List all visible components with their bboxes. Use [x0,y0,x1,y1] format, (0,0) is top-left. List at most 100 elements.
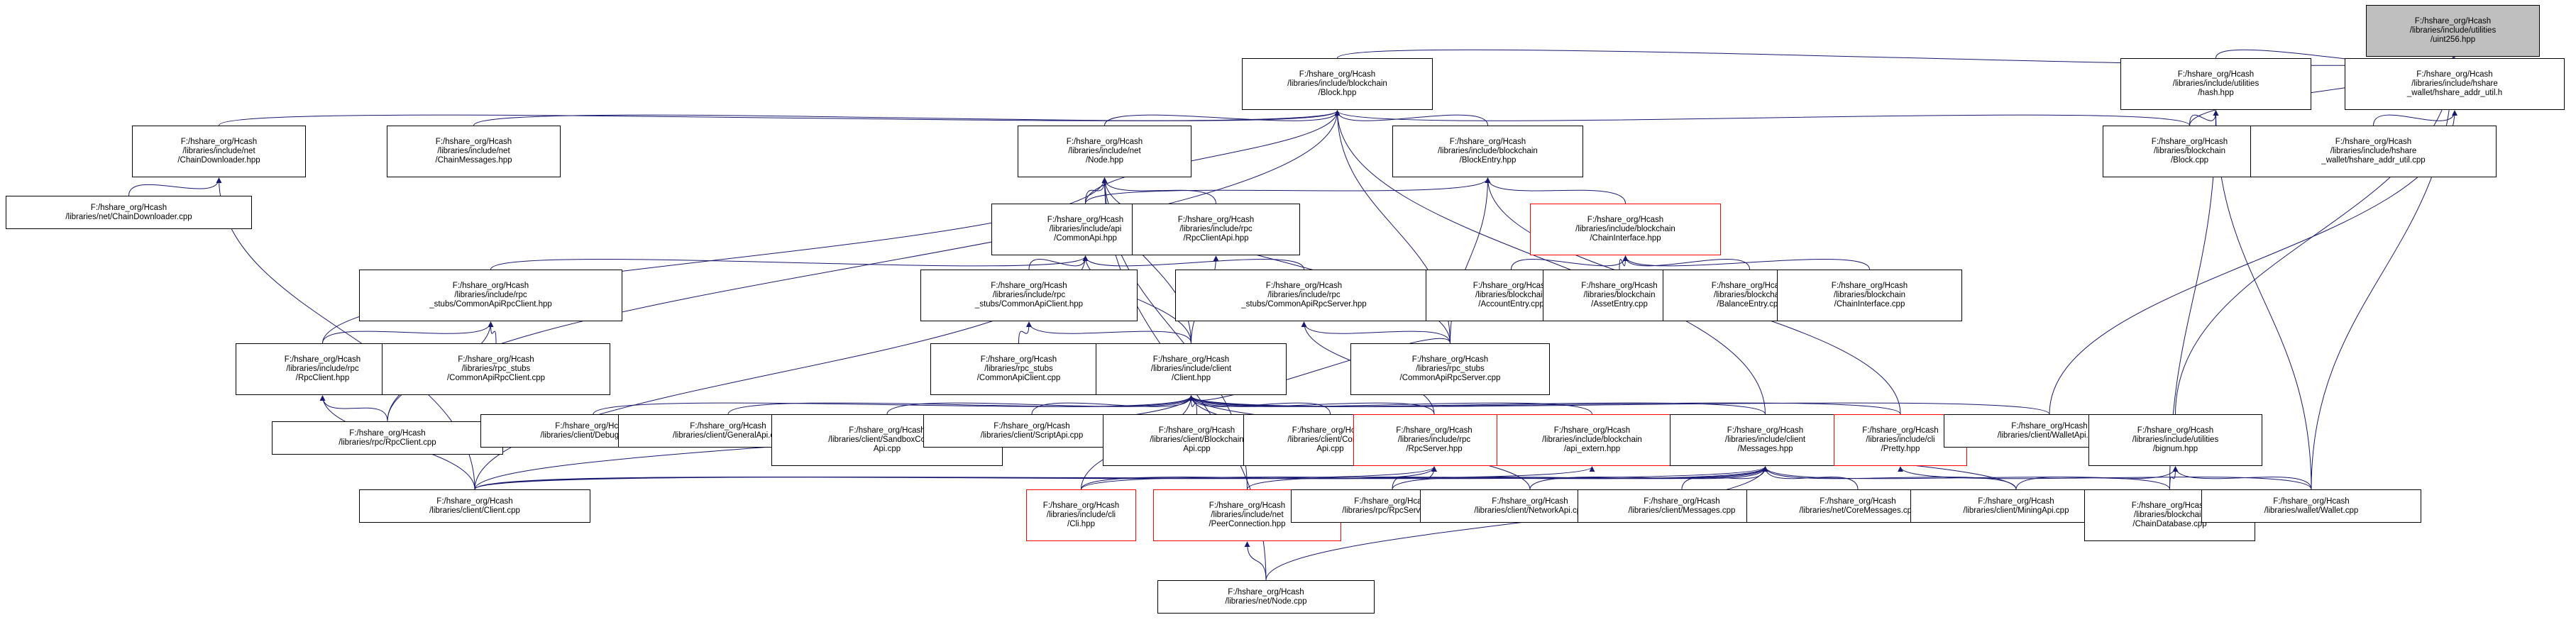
node-label-line: F:/hshare_org/Hcash [2011,421,2088,431]
node-label-line: /libraries/include/api [1049,225,1122,233]
node-client-cpp[interactable]: F:/hshare_org/Hcash/libraries/client/Cli… [359,489,590,523]
node-label-line: /libraries/include/client [1724,435,1806,444]
node-rpc-client-hpp[interactable]: F:/hshare_org/Hcash/libraries/include/rp… [236,343,409,395]
node-rpc-server-hpp[interactable]: F:/hshare_org/Hcash/libraries/include/rp… [1353,414,1515,466]
node-rpc-client-cpp[interactable]: F:/hshare_org/Hcash/libraries/rpc/RpcCli… [272,421,503,455]
node-uint256: F:/hshare_org/Hcash/libraries/include/ut… [2366,5,2540,57]
node-cli-hpp[interactable]: F:/hshare_org/Hcash/libraries/include/cl… [1026,489,1136,541]
node-label-line: /ChainInterface.hpp [1590,234,1661,243]
node-block-hpp[interactable]: F:/hshare_org/Hcash/libraries/include/bl… [1242,58,1433,110]
node-messages-hpp[interactable]: F:/hshare_org/Hcash/libraries/include/cl… [1670,414,1861,466]
dependency-edge [1511,255,1629,270]
node-label-line: F:/hshare_org/Hcash [1396,426,1473,435]
node-common-api-rpc-server-hpp[interactable]: F:/hshare_org/Hcash/libraries/include/rp… [1175,270,1433,321]
node-label-line: /CommonApiRpcServer.cpp [1399,374,1501,382]
node-label-line: /ChainMessages.hpp [435,156,512,165]
node-label-line: F:/hshare_org/Hcash [1820,496,1896,506]
dependency-edge [1265,466,1768,581]
node-label-line: F:/hshare_org/Hcash [2273,496,2350,506]
node-label-line: /CommonApiRpcClient.cpp [446,374,546,382]
node-label-line: /libraries/blockchain [2154,147,2225,155]
node-label-line: _stubs/CommonApiClient.hpp [974,300,1084,309]
node-label-line: /libraries/include/utilities [2132,435,2219,444]
node-label-line: F:/hshare_org/Hcash [1066,138,1143,146]
node-label-line: /libraries/net/Node.cpp [1225,597,1307,606]
node-label-line: F:/hshare_org/Hcash [2131,501,2208,510]
node-label-line: /libraries/client/NetworkApi.cpp [1474,506,1586,515]
node-label-line: F:/hshare_org/Hcash [849,426,925,435]
node-chain-interface-hpp[interactable]: F:/hshare_org/Hcash/libraries/include/bl… [1530,204,1721,255]
node-addr-util-h[interactable]: F:/hshare_org/Hcash/libraries/include/hs… [2345,58,2565,110]
dependency-edge [2169,466,2179,490]
node-label-line: Api.cpp [1316,445,1344,453]
node-label-line: /PeerConnection.hpp [1209,520,1286,528]
dependency-edge [1622,255,1870,270]
dependency-edge [474,466,1768,490]
dependency-edge [1762,466,1859,490]
node-addr-util-cpp[interactable]: F:/hshare_org/Hcash/libraries/include/hs… [2250,126,2497,177]
node-common-api-rpc-client-cpp[interactable]: F:/hshare_org/Hcash/libraries/rpc_stubs/… [382,343,610,395]
node-chain-messages-hpp[interactable]: F:/hshare_org/Hcash/libraries/include/ne… [387,126,561,177]
node-chain-downloader-cpp[interactable]: F:/hshare_org/Hcash/libraries/net/ChainD… [6,196,252,229]
dependency-edge [1485,177,1626,204]
node-common-api-client-cpp[interactable]: F:/hshare_org/Hcash/libraries/rpc_stubs/… [930,343,1107,395]
node-label-line: /BalanceEntry.cpp [1717,300,1783,309]
node-client-hpp[interactable]: F:/hshare_org/Hcash/libraries/include/cl… [1096,343,1287,395]
node-label-line: F:/hshare_org/Hcash [1492,496,1568,506]
node-label-line: _wallet/hshare_addr_util.h [2406,89,2503,97]
node-label-line: /libraries/include/blockchain [1575,225,1675,233]
node-common-api-rpc-server-cpp[interactable]: F:/hshare_org/Hcash/libraries/rpc_stubs/… [1350,343,1550,395]
node-common-api-rpc-client-hpp[interactable]: F:/hshare_org/Hcash/libraries/include/rp… [359,270,622,321]
node-common-api-client-hpp[interactable]: F:/hshare_org/Hcash/libraries/include/rp… [920,270,1138,321]
node-label-line: F:/hshare_org/Hcash [1473,282,1550,290]
node-label-line: F:/hshare_org/Hcash [1862,426,1939,435]
node-label-line: F:/hshare_org/Hcash [1228,587,1304,597]
node-label-line: F:/hshare_org/Hcash [1292,426,1369,435]
node-label-line: /CommonApi.hpp [1054,234,1117,243]
node-label-line: F:/hshare_org/Hcash [180,138,258,146]
node-label-line: /Pretty.hpp [1881,445,1920,453]
dependency-edge [1762,466,2017,490]
node-net-node-cpp[interactable]: F:/hshare_org/Hcash/libraries/net/Node.c… [1157,580,1375,614]
node-chain-downloader-hpp[interactable]: F:/hshare_org/Hcash/libraries/include/ne… [132,126,306,177]
node-label-line: /ChainDatabase.cpp [2132,520,2207,528]
node-rpc-client-api-hpp[interactable]: F:/hshare_org/Hcash/libraries/include/rp… [1132,204,1300,255]
node-label-line: F:/hshare_org/Hcash [1711,282,1788,290]
node-label-line: /Node.hpp [1085,156,1124,165]
node-hash-hpp[interactable]: F:/hshare_org/Hcash/libraries/include/ut… [2120,58,2311,110]
node-block-entry-hpp[interactable]: F:/hshare_org/Hcash/libraries/include/bl… [1392,126,1583,177]
node-label-line: /libraries/include/rpc [286,365,359,373]
node-bignum-hpp[interactable]: F:/hshare_org/Hcash/libraries/include/ut… [2088,414,2262,466]
node-label-line: F:/hshare_org/Hcash [1978,496,2054,506]
node-chain-interface-cpp[interactable]: F:/hshare_org/Hcash/libraries/blockchain… [1777,270,1962,321]
node-label-line: /libraries/rpc/RpcServer.cpp [1342,506,1443,515]
dependency-edge [1028,255,1089,270]
node-api-extern-hpp[interactable]: F:/hshare_org/Hcash/libraries/include/bl… [1497,414,1688,466]
node-label-line: F:/hshare_org/Hcash [90,203,167,212]
node-label-line: Api.cpp [873,445,901,453]
node-node-hpp[interactable]: F:/hshare_org/Hcash/libraries/include/ne… [1018,126,1191,177]
dependency-edge [1392,466,1768,490]
node-label-line: /libraries/client/WalletApi.cpp [1997,431,2102,440]
node-label-line: F:/hshare_org/Hcash [1411,355,1489,364]
node-label-line: /libraries/net/ChainDownloader.cpp [65,212,192,221]
node-label-line: F:/hshare_org/Hcash [2177,70,2255,79]
node-label-line: /Block.hpp [1318,89,1357,97]
node-label-line: F:/hshare_org/Hcash [1047,216,1124,224]
node-label-line: Api.cpp [1183,445,1211,453]
node-label-line: /libraries/client/Client.cpp [429,506,520,515]
dependency-edge [1334,110,2190,126]
node-wallet-cpp[interactable]: F:/hshare_org/Hcash/libraries/wallet/Wal… [2201,489,2421,523]
node-label-line: /libraries/include/net [182,147,255,155]
node-block-cpp[interactable]: F:/hshare_org/Hcash/libraries/blockchain… [2103,126,2277,177]
dependency-edge [1301,321,1451,344]
node-label-line: /Client.hpp [1172,374,1211,382]
node-label-line: /libraries/client/Messages.cpp [1628,506,1736,515]
node-label-line: /libraries/include/blockchain [1542,435,1642,444]
node-label-line: /libraries/client/Contract [1287,435,1373,444]
node-label-line: /libraries/client/GeneralApi.cpp [673,431,783,440]
dependency-edge [1622,255,1750,270]
node-label-line: /libraries/client/Blockchain [1150,435,1244,444]
dependency-edge [490,255,1089,270]
node-label-line: /ChainInterface.cpp [1834,300,1905,309]
